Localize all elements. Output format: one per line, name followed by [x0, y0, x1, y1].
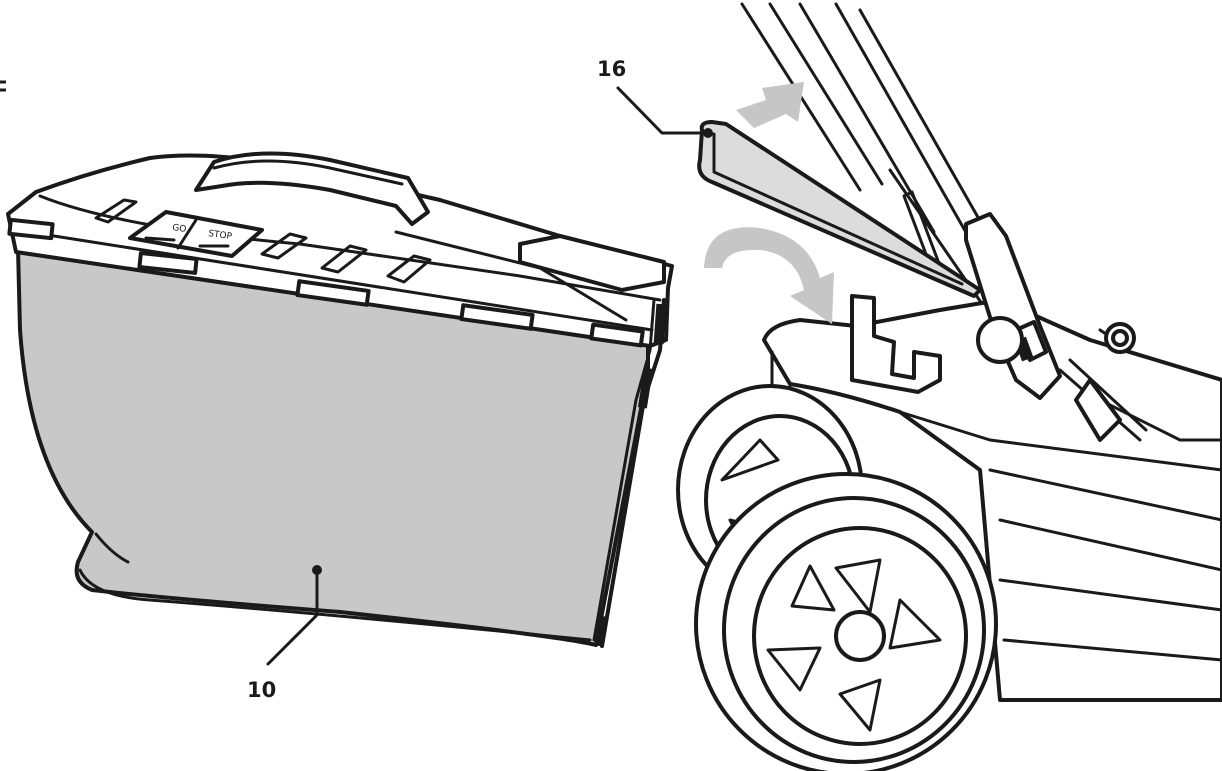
- curved-insert-arrow-icon: [704, 227, 834, 324]
- height-adjust-knob: [1098, 322, 1136, 354]
- grass-bag-handle-edge: [212, 159, 404, 186]
- page-edge-mark: [0, 80, 6, 92]
- callout-label-16: 16: [597, 57, 627, 81]
- rim-tab: [589, 322, 645, 348]
- fill-indicator-panel: GO STOP: [128, 210, 264, 258]
- go-label: GO: [172, 223, 187, 235]
- frame-rod-clip: [594, 615, 609, 647]
- grass-bag-lid-rim: [14, 228, 654, 332]
- wheel-spoke: [838, 678, 882, 732]
- rim-tab: [137, 251, 199, 275]
- handle-bar: [768, 2, 884, 186]
- lid-vent: [386, 254, 432, 284]
- callout-label-10: 10: [247, 678, 277, 702]
- handle-bar: [858, 8, 1002, 258]
- rim-tab: [295, 279, 371, 307]
- front-wheel: [694, 472, 998, 771]
- handle-bar: [834, 2, 978, 252]
- frame-rod-clip: [637, 367, 654, 409]
- grass-bag-fold: [94, 532, 130, 564]
- rim-tab: [7, 217, 55, 241]
- lawn-mower: [676, 2, 1222, 771]
- lift-arrow-icon: [736, 82, 804, 128]
- mower-deck: [762, 298, 1222, 702]
- rim-tab: [459, 303, 535, 331]
- callout-10-leader: [266, 565, 322, 666]
- rear-discharge-opening: [850, 294, 942, 394]
- wheel-spoke: [790, 564, 836, 612]
- grass-bag-handle: [194, 151, 430, 226]
- lid-vent: [320, 244, 368, 274]
- grass-bag-seam: [78, 568, 592, 642]
- handle-pivot: [902, 190, 1148, 442]
- grass-bag: GO STOP: [6, 151, 674, 648]
- callout-16-leader: [616, 86, 713, 138]
- rear-flap: [697, 120, 982, 298]
- stop-label: STOP: [208, 229, 233, 242]
- lid-vent: [260, 232, 308, 260]
- lid-vent: [94, 198, 138, 224]
- wheel-spoke: [766, 646, 822, 692]
- wheel-spoke: [834, 558, 882, 614]
- wheel-spoke: [888, 598, 942, 650]
- frame-rod-clip: [653, 303, 667, 345]
